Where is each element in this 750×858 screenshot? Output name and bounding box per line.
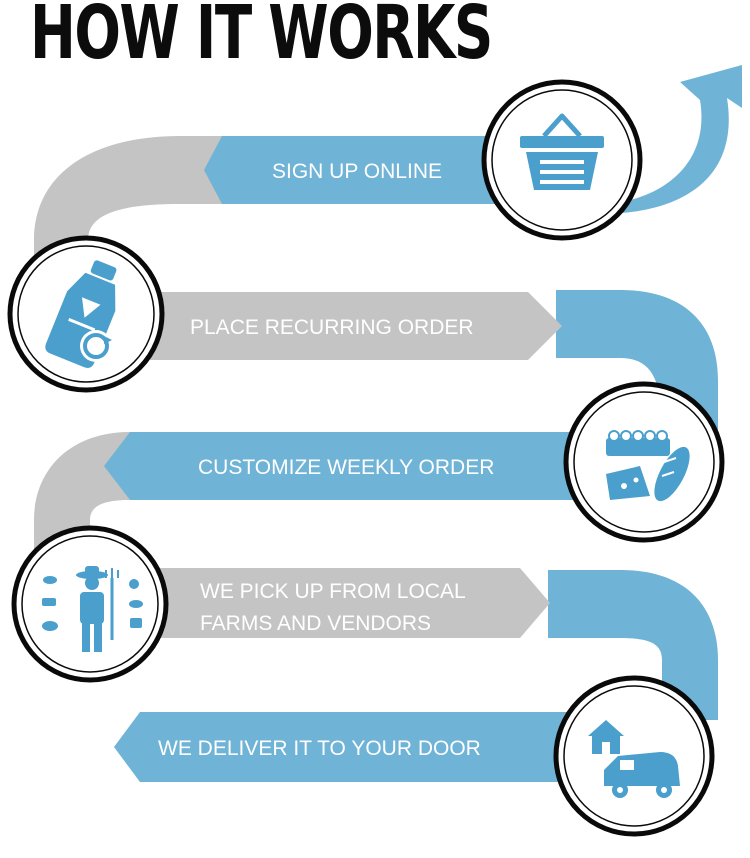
basket-icon — [520, 113, 604, 190]
step-5-banner — [114, 712, 580, 782]
recurring-icon — [80, 330, 112, 362]
step-5-circle — [553, 675, 715, 837]
connector-4 — [548, 570, 718, 720]
groceries-icon — [606, 430, 690, 502]
step-4-circle — [11, 525, 169, 683]
step-4-label-line2: FARMS AND VENDORS — [200, 612, 431, 635]
delivery-van-icon — [604, 752, 680, 798]
step-3-label: CUSTOMIZE WEEKLY ORDER — [198, 456, 494, 479]
house-icon — [588, 720, 624, 754]
step-4-label-line1: WE PICK UP FROM LOCAL — [200, 580, 466, 603]
page-title: HOW IT WORKS — [30, 0, 493, 76]
step-1-circle — [481, 79, 643, 241]
farmer-icon — [42, 566, 143, 652]
step-2-label: PLACE RECURRING ORDER — [190, 316, 474, 339]
step-1-label: SIGN UP ONLINE — [272, 160, 442, 183]
step-3-banner — [104, 432, 590, 500]
step-2-banner — [150, 292, 562, 360]
step-2-circle — [7, 235, 165, 393]
ribbon-tail — [600, 65, 742, 214]
step-3-circle — [563, 381, 725, 543]
step-5-label: WE DELIVER IT TO YOUR DOOR — [158, 737, 481, 760]
step-4-banner — [150, 568, 550, 638]
step-1-banner — [204, 136, 510, 204]
